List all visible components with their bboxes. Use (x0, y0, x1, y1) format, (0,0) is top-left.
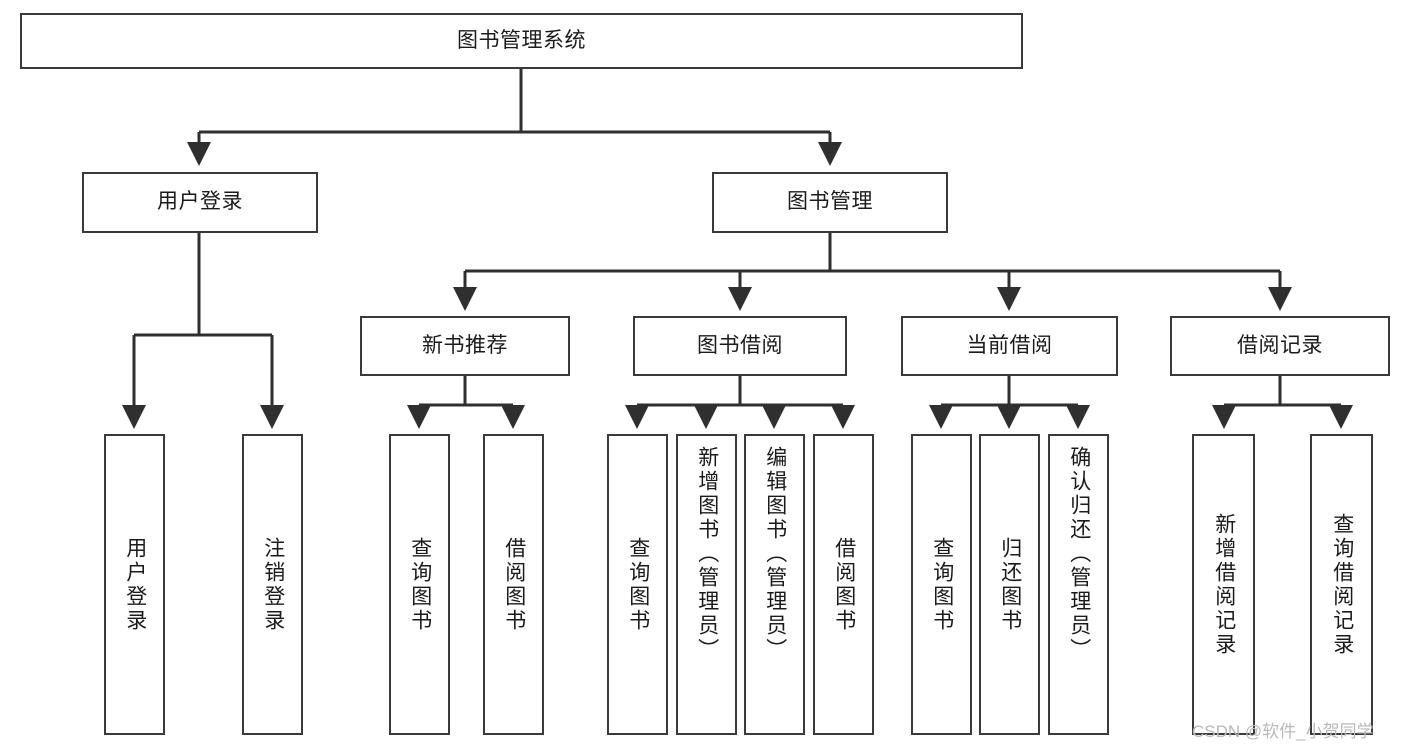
node-leaf-user-logout-label: 注销登录 (261, 536, 285, 633)
node-root-label: 图书管理系统 (457, 28, 586, 52)
node-new-book-rec-label: 新书推荐 (422, 333, 508, 357)
node-leaf-query-book-2-label: 查询图书 (626, 536, 650, 633)
node-leaf-query-book-1[interactable]: 查询图书 (389, 434, 450, 735)
node-leaf-borrow-book-2[interactable]: 借阅图书 (813, 434, 874, 735)
watermark-text: CSDN @软件_小贺同学 (1192, 722, 1374, 741)
node-leaf-confirm-return-label: 确认归还（管理员） (1067, 446, 1091, 662)
node-leaf-add-record[interactable]: 新增借阅记录 (1192, 434, 1255, 735)
node-leaf-return-book[interactable]: 归还图书 (979, 434, 1040, 735)
node-leaf-query-record-label: 查询借阅记录 (1330, 512, 1354, 657)
node-current-borrow-label: 当前借阅 (966, 333, 1053, 357)
node-user-login-label: 用户登录 (157, 190, 243, 214)
node-book-borrow[interactable]: 图书借阅 (633, 316, 847, 376)
node-leaf-edit-book-label: 编辑图书（管理员） (763, 446, 787, 662)
node-leaf-add-record-label: 新增借阅记录 (1212, 512, 1236, 657)
node-leaf-user-logout[interactable]: 注销登录 (242, 434, 303, 735)
node-book-manage[interactable]: 图书管理 (712, 172, 948, 233)
node-leaf-borrow-book-1[interactable]: 借阅图书 (483, 434, 544, 735)
node-leaf-return-book-label: 归还图书 (998, 536, 1022, 633)
node-leaf-query-book-3[interactable]: 查询图书 (911, 434, 972, 735)
node-borrow-record[interactable]: 借阅记录 (1170, 316, 1390, 376)
node-leaf-borrow-book-2-label: 借阅图书 (832, 536, 856, 633)
node-user-login[interactable]: 用户登录 (82, 172, 318, 233)
node-leaf-confirm-return[interactable]: 确认归还（管理员） (1048, 434, 1109, 735)
node-leaf-edit-book[interactable]: 编辑图书（管理员） (744, 434, 805, 735)
node-leaf-query-book-2[interactable]: 查询图书 (607, 434, 668, 735)
node-leaf-query-book-3-label: 查询图书 (930, 536, 954, 633)
node-borrow-record-label: 借阅记录 (1237, 333, 1323, 357)
node-leaf-add-book-label: 新增图书（管理员） (695, 446, 719, 662)
node-new-book-rec[interactable]: 新书推荐 (360, 316, 570, 376)
node-leaf-user-login-label: 用户登录 (123, 536, 147, 633)
node-leaf-borrow-book-1-label: 借阅图书 (502, 536, 526, 633)
node-leaf-query-record[interactable]: 查询借阅记录 (1310, 434, 1373, 735)
node-book-borrow-label: 图书借阅 (697, 333, 783, 357)
node-leaf-add-book[interactable]: 新增图书（管理员） (676, 434, 737, 735)
node-current-borrow[interactable]: 当前借阅 (901, 316, 1118, 376)
node-book-manage-label: 图书管理 (787, 190, 873, 214)
node-leaf-user-login[interactable]: 用户登录 (104, 434, 165, 735)
node-root[interactable]: 图书管理系统 (20, 13, 1023, 69)
node-leaf-query-book-1-label: 查询图书 (408, 536, 432, 633)
